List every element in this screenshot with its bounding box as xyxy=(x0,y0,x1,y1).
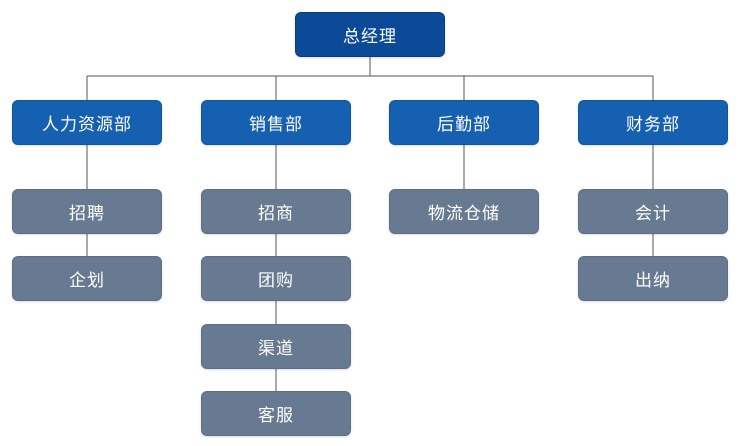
dept-finance: 财务部 xyxy=(578,100,728,145)
dept-logistics: 后勤部 xyxy=(389,100,539,145)
unit-accounting: 会计 xyxy=(578,189,728,234)
unit-recruitment: 招聘 xyxy=(12,189,162,234)
unit-channels: 渠道 xyxy=(201,324,351,369)
dept-sales: 销售部 xyxy=(201,100,351,145)
dept-hr: 人力资源部 xyxy=(12,100,162,145)
unit-warehousing: 物流仓储 xyxy=(389,189,539,234)
unit-planning: 企划 xyxy=(12,256,162,301)
unit-cashier: 出纳 xyxy=(578,256,728,301)
unit-customer-service: 客服 xyxy=(201,391,351,436)
unit-investment: 招商 xyxy=(201,189,351,234)
node-general-manager: 总经理 xyxy=(295,12,445,57)
unit-group-buying: 团购 xyxy=(201,256,351,301)
